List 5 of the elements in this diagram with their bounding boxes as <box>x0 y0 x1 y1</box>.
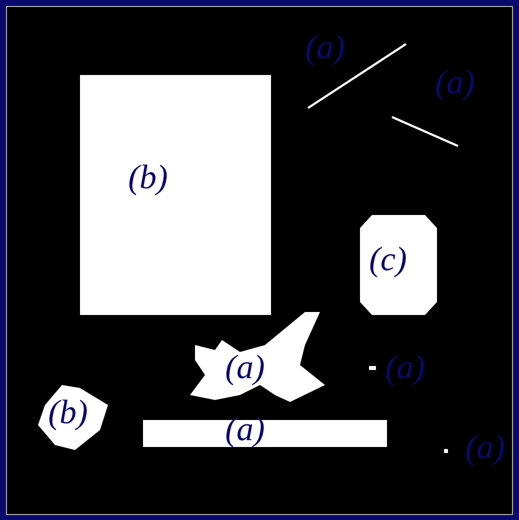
part-label: (a) <box>306 34 344 66</box>
part-label: (a) <box>436 70 474 100</box>
node-label: (a) <box>226 354 264 386</box>
part-label: (a) <box>386 354 424 386</box>
part-label: (a) <box>466 434 504 466</box>
